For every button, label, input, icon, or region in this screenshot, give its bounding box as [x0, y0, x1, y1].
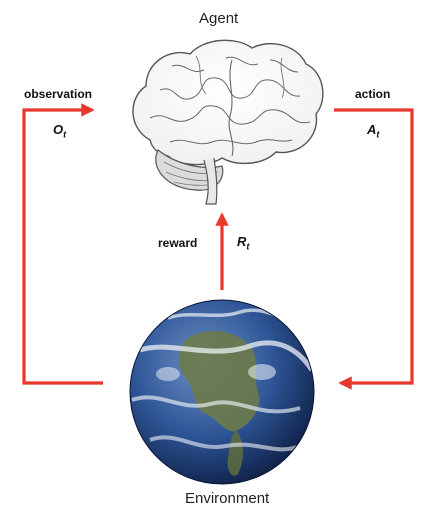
- reward-symbol: Rt: [237, 234, 250, 252]
- action-arrow: [334, 108, 414, 390]
- agent-label: Agent: [199, 10, 239, 27]
- observation-arrow: [22, 103, 103, 385]
- brain-icon: [132, 39, 324, 205]
- environment-label: Environment: [185, 490, 270, 507]
- action-label: action: [355, 87, 391, 101]
- observation-symbol: Ot: [53, 122, 67, 140]
- action-symbol: At: [367, 122, 380, 140]
- earth-globe-icon: [129, 299, 315, 485]
- reward-label: reward: [158, 236, 198, 250]
- observation-label: observation: [24, 87, 93, 101]
